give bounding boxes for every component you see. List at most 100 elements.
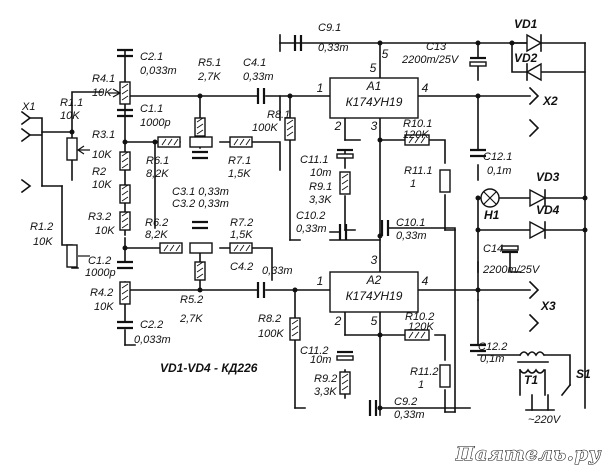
capacitors (117, 34, 519, 416)
value-c1-2: 1000p (85, 267, 116, 279)
label-r3-2: R3.2 (88, 211, 111, 223)
label-x3: X3 (540, 299, 556, 313)
label-c11-1: C11.1 (300, 154, 329, 166)
ic-a1-ref: A1 (366, 79, 382, 93)
label-r1-2: R1.2 (30, 221, 53, 233)
value-r10-1: 120K (403, 129, 429, 141)
label-r11-2: R11.2 (410, 366, 439, 378)
label-s1: S1 (576, 367, 591, 381)
value-r10-2: 120K (408, 321, 434, 333)
resistors (66, 81, 451, 395)
value-r4-1: 10K (92, 87, 112, 99)
value-r8-1: 100K (252, 122, 278, 134)
label-vd1: VD1 (514, 17, 538, 31)
value-r6-2: 8,2K (145, 229, 168, 241)
label-r9-2: R9.2 (314, 373, 337, 385)
value-r6-1: 8,2K (146, 168, 169, 180)
value-c2-2: 0,033m (134, 334, 171, 346)
label-h1: H1 (484, 208, 500, 222)
value-r11-2: 1 (418, 379, 424, 391)
pin-a2-2: 2 (334, 314, 342, 328)
label-c10-2: C10.2 (296, 210, 325, 222)
label-r8-1: R8.1 (267, 109, 290, 121)
label-c4-1: C4.1 (243, 57, 266, 69)
label-r1-1: R1.1 (60, 97, 83, 109)
value-r4-2: 10K (94, 301, 114, 313)
value-r3-2: 10K (95, 225, 115, 237)
label-r7-2: R7.2 (230, 217, 253, 229)
label-r6-2: R6.2 (145, 217, 168, 229)
grounds (124, 229, 456, 413)
pin-a1-4: 4 (422, 81, 429, 95)
diode-note: VD1-VD4 - КД226 (160, 361, 258, 375)
value-c2-1: 0,033m (140, 65, 177, 77)
value-r11-1: 1 (410, 178, 416, 190)
value-c14: 2200m/25V (482, 264, 541, 276)
label-c1-1: C1.1 (140, 103, 163, 115)
label-r9-1: R9.1 (309, 181, 332, 193)
label-c3-2: C3.2 0,33m (172, 198, 229, 210)
watermark: Паятель.ру (455, 443, 602, 465)
value-c11-2: 10m (310, 354, 331, 366)
pin-a1-2: 2 (334, 119, 342, 133)
label-vd3: VD3 (536, 170, 560, 184)
label-c13: C13 (426, 41, 447, 53)
label-mains: ~220V (528, 414, 562, 426)
label-r10-1: R10.1 (403, 118, 432, 130)
value-c9-2: 0,33m (394, 409, 425, 421)
value-r1-2: 10K (33, 236, 53, 248)
label-r3-1: R3.1 (92, 129, 115, 141)
label-r5-2: R5.2 (180, 294, 203, 306)
label-r6-1: R6.1 (146, 155, 169, 167)
transformer-t1 (517, 351, 549, 374)
value-r9-1: 3,3K (309, 194, 332, 206)
label-vd4: VD4 (536, 203, 560, 217)
switch-s1 (560, 383, 572, 397)
diodes (525, 33, 547, 240)
label-c3-1: C3.1 0,33m (172, 186, 229, 198)
label-c2-2: C2.2 (140, 319, 163, 331)
value-c4-2: 0,33m (262, 265, 293, 277)
ic-a1 (329, 77, 419, 119)
label-vd2: VD2 (514, 51, 538, 65)
label-r2: R2 (92, 166, 106, 178)
label-r11-1: R11.1 (404, 165, 433, 177)
label-r4-1: R4.1 (92, 73, 115, 85)
junctions (69, 40, 588, 411)
label-x1: X1 (21, 101, 35, 113)
label-r4-2: R4.2 (90, 287, 113, 299)
lamp-h1 (480, 188, 500, 208)
value-r9-2: 3,3K (314, 386, 337, 398)
label-r5-1: R5.1 (198, 57, 221, 69)
value-c1-1: 1000p (140, 117, 171, 129)
label-c4-2: C4.2 (230, 261, 253, 273)
value-c4-1: 0,33m (243, 71, 274, 83)
pin-numbers: 1 4 2 3 5 1 4 2 3 5 (317, 61, 429, 328)
pin-a1-1: 1 (317, 81, 324, 95)
value-c12-1: 0,1m (487, 165, 511, 177)
label-r8-2: R8.2 (258, 313, 281, 325)
connectors (20, 86, 540, 333)
label-c14: C14 (483, 243, 503, 255)
label-c9-1: C9.1 (318, 22, 341, 34)
value-r8-2: 100K (258, 328, 284, 340)
pin-a1-3: 3 (371, 119, 378, 133)
ic-a2-ref: A2 (366, 273, 382, 287)
label-c10-1: C10.1 (396, 217, 425, 229)
label-c12-1: C12.1 (483, 151, 512, 163)
value-r5-1: 2,7K (197, 71, 221, 83)
pin-a2-3: 3 (371, 253, 378, 267)
pin-a2-4: 4 (422, 274, 429, 288)
value-r7-1: 1,5K (228, 168, 251, 180)
label-t1: T1 (524, 373, 538, 387)
ic-a1-type: К174УН19 (346, 95, 403, 109)
labels: C9.1 0,33m C13 2200m/25V VD1 VD2 5 C2.1 … (21, 17, 591, 426)
value-c11-1: 10m (310, 167, 331, 179)
value-r5-2: 2,7K (179, 313, 203, 325)
pin-a2-1: 1 (317, 274, 324, 288)
label-c11-2: C11.2 (300, 345, 329, 357)
label-c12-2: C12.2 (478, 341, 507, 353)
value-c10-1: 0,33m (396, 230, 427, 242)
label-x2: X2 (542, 94, 558, 108)
